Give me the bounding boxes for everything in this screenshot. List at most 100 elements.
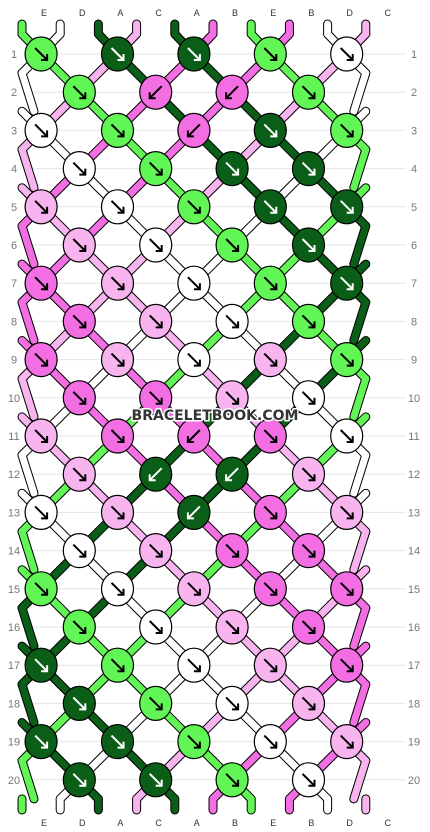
row-number-left: 19 [8,737,20,749]
knot [62,303,96,339]
knot-arrowhead-icon [193,359,201,367]
knot-arrowhead-icon [232,779,240,787]
strand-segment [18,604,38,650]
knot [62,532,96,569]
knot-arrowhead-icon [308,245,316,252]
knot [100,342,135,378]
row-number-right: 19 [408,737,420,749]
row-number-right: 16 [408,622,420,634]
knot-arrow-icon [263,276,278,290]
knot-arrowhead-icon [346,359,354,367]
row-number-left: 11 [8,431,19,443]
knot [330,647,364,683]
knot [253,571,287,607]
knot-arrow-icon [339,734,354,749]
knot-arrowhead-icon [270,741,278,749]
knot-arrow-icon [110,47,125,61]
knot-arrow-icon [225,85,239,99]
knot-arrow-icon [263,352,278,367]
row-number-right: 18 [408,698,420,710]
knot-arrow-icon [148,85,163,99]
knot-arrowhead-icon [117,741,125,749]
knot-arrowhead-icon [232,245,240,252]
strand-segment [350,757,370,803]
strand-segment [350,69,370,115]
knot-arrowhead-icon [308,550,316,558]
knot [139,227,173,263]
knot-arrowhead-icon [148,92,156,100]
knot [100,189,135,225]
knot-arrow-icon [34,734,48,749]
knot [62,762,96,798]
knot-arrowhead-icon [41,665,49,673]
row-number-right: 5 [411,202,417,214]
knot [215,609,249,645]
knot [253,189,287,225]
knot-arrowhead-icon [41,588,49,596]
knot-arrow-icon [339,123,354,138]
knot-arrowhead-icon [155,321,163,329]
knot [215,685,249,722]
knot-arrowhead-icon [270,359,278,367]
knot-arrow-icon [110,276,125,290]
knot [24,571,58,607]
knot-arrow-icon [72,467,87,481]
knot [215,532,249,569]
knot-arrowhead-icon [308,474,316,482]
knot [330,418,364,454]
knot-arrow-icon [34,658,48,672]
knot-arrow-icon [34,200,48,214]
strand-label-top: C [155,8,162,18]
knot-arrow-icon [339,658,354,672]
knot-arrowhead-icon [41,436,49,443]
knot [139,609,173,645]
knot-arrowhead-icon [346,741,354,749]
knot-arrowhead-icon [41,130,49,138]
knot [139,380,173,416]
knot [177,265,211,301]
knot-arrowhead-icon [79,627,87,634]
knot-arrow-icon [148,773,163,787]
knot [62,74,96,110]
knot [177,723,211,760]
strand-label-bottom: C [385,818,392,828]
knot-arrowhead-icon [270,54,278,61]
knot-arrow-icon [225,543,239,558]
row-number-left: 2 [11,87,17,99]
knot-arrow-icon [34,352,48,367]
knot-arrow-icon [72,543,87,558]
knot [139,151,173,187]
strand-segment [18,69,38,115]
knot-arrow-icon [110,123,125,138]
knot-arrow-icon [225,467,239,481]
row-number-right: 15 [408,584,420,596]
knot-arrowhead-icon [346,588,354,596]
strand-label-top: A [117,8,123,18]
knot-arrow-icon [148,391,163,405]
knot-arrowhead-icon [148,474,156,482]
row-number-left: 13 [8,507,20,519]
knot [253,418,287,454]
knot-arrowhead-icon [117,436,125,443]
knot-arrowhead-icon [193,665,201,673]
knot-arrow-icon [110,200,125,214]
knot [139,456,173,492]
row-number-left: 8 [11,316,17,328]
strand-segment [350,222,370,268]
knot-arrowhead-icon [308,168,316,176]
knot-arrowhead-icon [346,130,354,138]
row-number-right: 1 [411,49,417,61]
knot-arrow-icon [72,773,87,787]
knot-arrow-icon [225,161,239,176]
knot [330,112,364,148]
strand-segment [350,528,370,574]
knot-arrow-icon [187,352,201,367]
knot-arrow-icon [339,276,354,290]
knot-arrowhead-icon [232,168,240,176]
knot [62,685,96,722]
knot [253,265,287,301]
knot-arrow-icon [263,429,278,443]
row-number-right: 7 [411,278,417,290]
